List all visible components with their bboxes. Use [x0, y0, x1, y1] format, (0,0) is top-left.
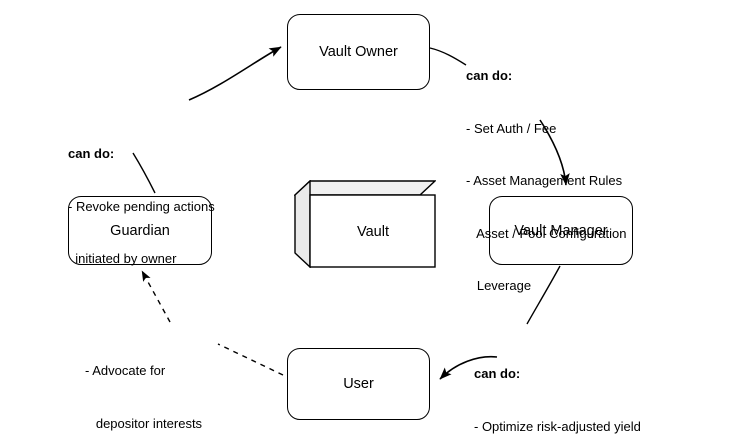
annotation-guardian-heading: can do:: [68, 146, 115, 161]
edge-user-to-guardian: [217, 343, 284, 376]
annotation-guardian-line-2: initiated by owner: [68, 251, 177, 266]
node-vault-manager-label: Vault Manager: [514, 222, 608, 239]
node-guardian-label: Guardian: [110, 222, 170, 239]
node-vault-label-wrap: Vault: [310, 195, 436, 268]
annotation-vault-manager-heading: can do:: [474, 366, 521, 381]
edge-annotation-to-guardian: [132, 152, 156, 194]
node-user-label: User: [343, 376, 374, 392]
annotation-vault-owner: can do: - Set Auth / Fee - Asset Managem…: [466, 32, 626, 330]
edge-owner-to-annotation: [429, 47, 467, 66]
annotation-advocate: - Advocate for depositor interests: [85, 327, 202, 435]
vault-top-face: [294, 180, 436, 196]
vault-front-face: [309, 194, 436, 268]
edge-manager-to-annotation: [526, 265, 561, 325]
node-user[interactable]: User: [287, 348, 430, 420]
node-vault-3d-box[interactable]: Vault: [294, 180, 436, 268]
annotation-vault-owner-line-3: Asset / Pool Configuration: [466, 225, 627, 241]
annotation-advocate-line-2: depositor interests: [85, 415, 203, 431]
vault-left-face: [294, 180, 311, 268]
node-vault-manager[interactable]: Vault Manager: [489, 196, 633, 265]
annotation-vault-manager-line-1: - Optimize risk-adjusted yield: [474, 418, 641, 434]
node-vault-owner-label: Vault Owner: [319, 44, 398, 60]
annotation-advocate-line-1: - Advocate for: [85, 363, 166, 378]
annotation-vault-owner-line-4: Leverage: [466, 278, 532, 293]
edge-owner-to-manager: [539, 119, 570, 186]
annotation-guardian: can do: - Revoke pending actions initiat…: [68, 110, 215, 303]
annotation-vault-owner-line-1: - Set Auth / Fee: [466, 120, 557, 136]
edge-manager-to-user: [439, 355, 498, 380]
annotation-vault-manager: can do: - Optimize risk-adjusted yield: [474, 330, 641, 435]
node-vault-label: Vault: [357, 223, 389, 240]
annotation-vault-owner-heading: can do:: [466, 68, 513, 83]
annotation-guardian-line-1: - Revoke pending actions: [68, 198, 215, 214]
annotation-vault-owner-line-2: - Asset Management Rules: [466, 173, 623, 188]
node-vault-owner[interactable]: Vault Owner: [287, 14, 430, 90]
node-guardian[interactable]: Guardian: [68, 196, 212, 265]
edge-guardian-to-owner: [188, 46, 282, 101]
